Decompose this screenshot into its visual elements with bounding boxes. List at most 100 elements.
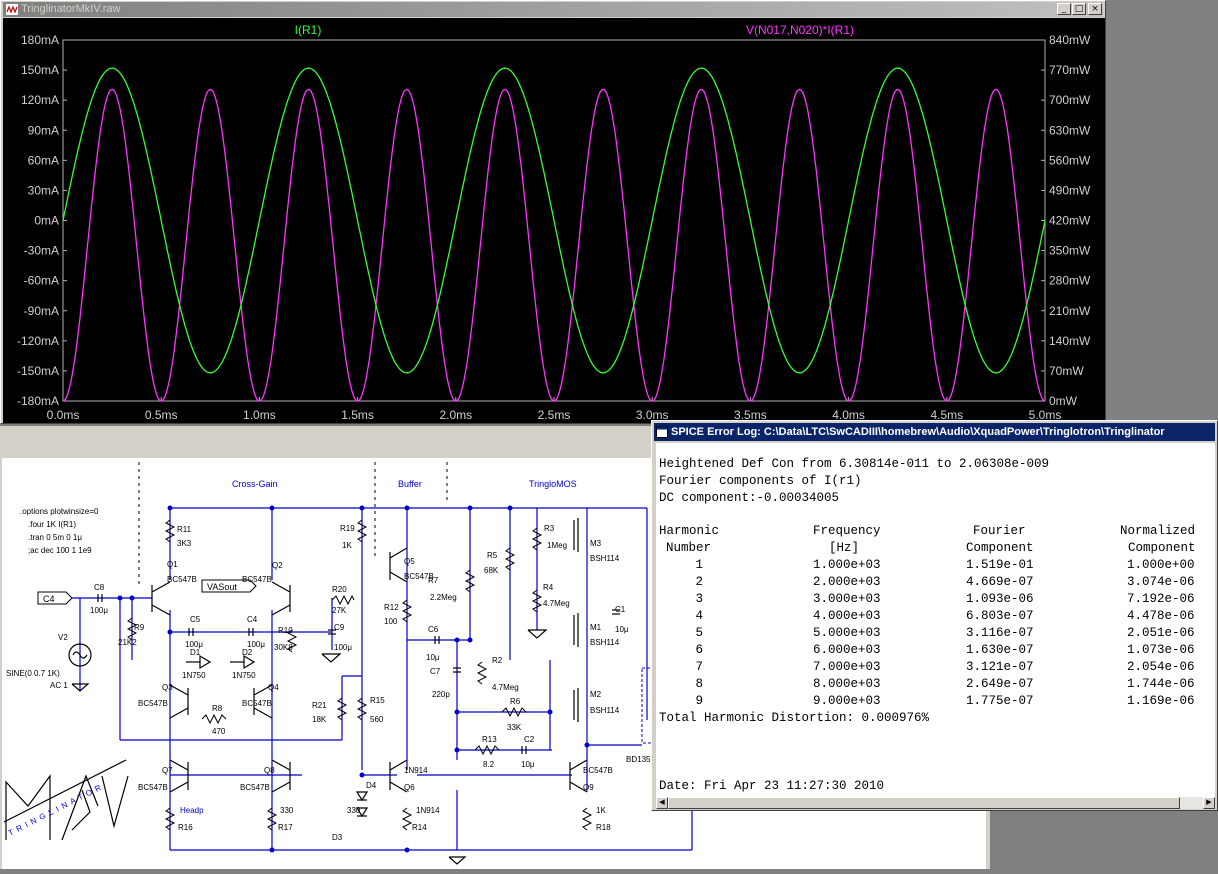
component-label: Q5 — [404, 557, 415, 566]
headphone-block — [641, 667, 655, 744]
component-label: 4.7Meg — [543, 599, 570, 608]
thd-line: Total Harmonic Distortion: 0.000976% — [659, 711, 930, 725]
maximize-button[interactable]: □ — [1072, 3, 1086, 15]
y-right-tick-label: 350mW — [1049, 244, 1091, 258]
component-label: R4 — [543, 583, 554, 592]
component-label: R13 — [482, 735, 497, 744]
header-harmonic: Harmonic — [659, 524, 720, 538]
component-label: D3 — [332, 833, 343, 842]
y-left-tick-label: -30mA — [24, 244, 59, 258]
component-label: 1N750 — [182, 671, 206, 680]
component-label: D4 — [366, 781, 377, 790]
component-label: 33K — [507, 723, 522, 732]
table-cell: 2 — [695, 575, 703, 589]
component-label: V2 — [58, 633, 68, 642]
table-cell: 1.775e-07 — [966, 694, 1034, 708]
y-left-tick-label: 30mA — [28, 183, 59, 197]
component-label: R9 — [134, 623, 145, 632]
component-label: R7 — [428, 576, 439, 585]
y-left-tick-label: 120mA — [21, 93, 59, 107]
header-hz: [Hz] — [829, 541, 860, 555]
node-flags[interactable]: C4 VASout — [37, 579, 257, 605]
directive: ;ac dec 100 1 1e9 — [28, 546, 92, 555]
log-text-area[interactable]: Heightened Def Con from 6.30814e-011 to … — [656, 443, 1215, 797]
log-horizontal-scrollbar[interactable]: ◀ ▶ — [656, 797, 1215, 809]
component-label: R5 — [487, 551, 498, 560]
scroll-thumb[interactable] — [668, 797, 1180, 809]
y-right-tick-label: 280mW — [1049, 274, 1091, 288]
table-cell: 2.000e+03 — [813, 575, 881, 589]
series-label-power[interactable]: V(N017,N020)*I(R1) — [746, 23, 854, 37]
component-label: BC547B — [242, 699, 272, 708]
component-label: 4.7Meg — [492, 683, 519, 692]
component-label: Q4 — [268, 683, 279, 692]
log-titlebar[interactable]: SPICE Error Log: C:\Data\LTC\SwCADIII\ho… — [654, 423, 1215, 441]
x-tick-label: 3.0ms — [636, 408, 669, 422]
header-number: Number — [666, 541, 712, 555]
spice-directives[interactable]: .options plotwinsize=0 .four 1K I(R1) .t… — [20, 507, 99, 555]
table-cell: 4.669e-07 — [966, 575, 1034, 589]
component-label: 10μ — [426, 653, 440, 662]
component-label: R6 — [510, 697, 521, 706]
component-label: Q3 — [162, 683, 173, 692]
table-cell: 4.000e+03 — [813, 609, 881, 623]
component-label: 1N914 — [416, 806, 440, 815]
section-buffer: Buffer — [398, 479, 422, 489]
table-cell: 1.000e+00 — [1127, 558, 1195, 572]
table-cell: 5.000e+03 — [813, 626, 881, 640]
minimize-button[interactable]: _ — [1057, 3, 1071, 15]
component-label: 10μ — [521, 760, 535, 769]
component-label: M1 — [590, 623, 602, 632]
component-label: BC547B — [404, 572, 434, 581]
component-label: 68K — [484, 566, 499, 575]
wires — [72, 507, 693, 851]
component-label: C6 — [428, 625, 439, 634]
plot-canvas[interactable]: 180mA150mA120mA90mA60mA30mA0mA-30mA-60mA… — [3, 18, 1105, 423]
log-line: Heightened Def Con from 6.30814e-011 to … — [659, 457, 1050, 471]
table-cell: 3.121e-07 — [966, 660, 1034, 674]
table-cell: 2.649e-07 — [966, 677, 1034, 691]
header-normalized: Normalized — [1120, 524, 1196, 538]
table-cell: 2.054e-06 — [1127, 660, 1195, 674]
section-cross-gain: Cross-Gain — [232, 479, 278, 489]
component-label: R21 — [312, 701, 327, 710]
close-button[interactable]: × — [1088, 3, 1102, 15]
component-label: Q9 — [583, 783, 594, 792]
component-label: 220p — [432, 690, 450, 699]
table-cell: 7.192e-06 — [1127, 592, 1195, 606]
waveform-icon — [6, 4, 18, 15]
table-cell: 9.000e+03 — [813, 694, 881, 708]
y-left-tick-label: -120mA — [17, 334, 59, 348]
header-component: Component — [966, 541, 1034, 555]
table-cell: 6 — [695, 643, 703, 657]
component-label: R18 — [596, 823, 611, 832]
y-right-tick-label: 700mW — [1049, 93, 1091, 107]
table-cell: 3.116e-07 — [966, 626, 1034, 640]
component-label: BC547B — [242, 575, 272, 584]
component-label: 21K2 — [118, 638, 137, 647]
component-label: BSH114 — [590, 554, 620, 563]
component-label: R20 — [332, 585, 347, 594]
component-label: BC547B — [167, 575, 197, 584]
scroll-left-icon[interactable]: ◀ — [656, 797, 668, 809]
component-label: 2.2Meg — [430, 593, 457, 602]
component-label: 10μ — [615, 625, 629, 634]
y-left-tick-label: -90mA — [24, 304, 59, 318]
x-tick-label: 2.5ms — [538, 408, 571, 422]
table-cell: 3.074e-06 — [1127, 575, 1195, 589]
log-line: DC component:-0.00034005 — [659, 491, 840, 505]
scroll-right-icon[interactable]: ▶ — [1203, 797, 1215, 809]
component-label: 100 — [384, 617, 398, 626]
y-left-tick-label: -180mA — [17, 394, 59, 408]
component-label: C4 — [247, 615, 258, 624]
component-label: Q8 — [264, 766, 275, 775]
y-left-tick-label: 180mA — [21, 33, 59, 47]
plot-titlebar[interactable]: TringlinatorMkIV.raw _ □ × — [3, 2, 1103, 17]
series-label-current[interactable]: I(R1) — [295, 23, 322, 37]
component-label: BC547B — [240, 783, 270, 792]
y-right-tick-label: 840mW — [1049, 33, 1091, 47]
schematic-drawing[interactable]: Cross-Gain Buffer TringloMOS .options pl… — [2, 458, 986, 869]
